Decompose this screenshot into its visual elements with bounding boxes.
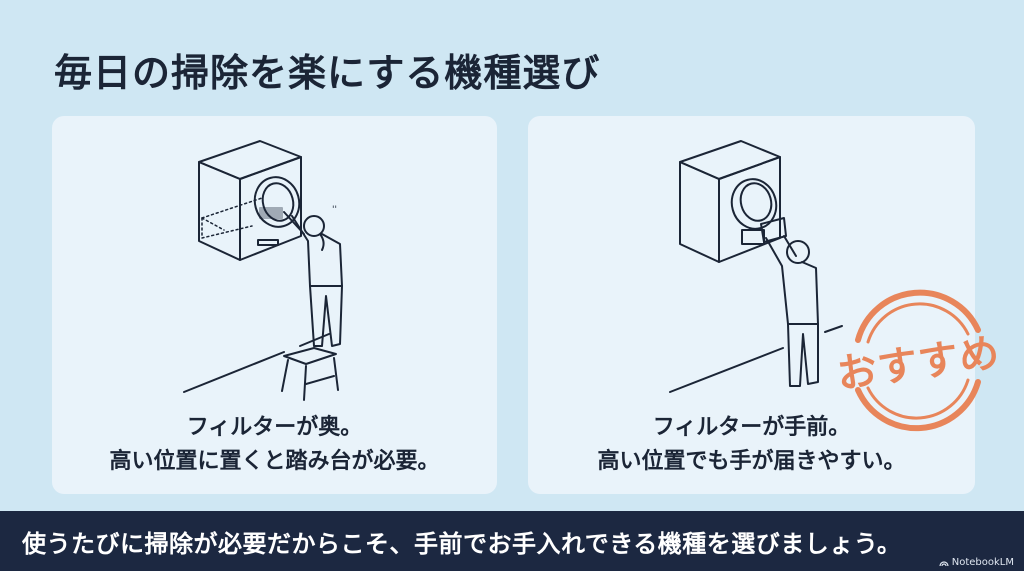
svg-text:'': '': [332, 205, 337, 215]
caption-filter-front: フィルターが手前。 高い位置でも手が届きやすい。: [528, 411, 975, 479]
caption-line-2: 高い位置に置くと踏み台が必要。: [109, 449, 440, 474]
stamp-ring-icon: [855, 289, 981, 432]
footer-banner: 使うたびに掃除が必要だからこそ、手前でお手入れできる機種を選びましょう。 Not…: [0, 511, 1024, 571]
brand-watermark: NotebookLM: [939, 557, 1014, 568]
notebooklm-logo-icon: [939, 560, 949, 566]
page-title: 毎日の掃除を楽にする機種選び: [54, 51, 601, 95]
caption-line-1: フィルターが奥。: [186, 415, 363, 440]
recommended-badge: おすすめ: [834, 329, 1003, 399]
footer-message: 使うたびに掃除が必要だからこそ、手前でお手入れできる機種を選びましょう。: [22, 530, 902, 558]
panel-filter-back: '' フィルターが奥。 高い位置に置くと踏み台が必要。: [52, 116, 497, 494]
dryer-front-filter-illustration: [669, 140, 843, 393]
dryer-step-stool-illustration: '': [183, 140, 343, 401]
caption-filter-back: フィルターが奥。 高い位置に置くと踏み台が必要。: [52, 411, 497, 479]
panel-filter-front: フィルターが手前。 高い位置でも手が届きやすい。: [528, 116, 975, 494]
caption-line-1: フィルターが手前。: [652, 415, 851, 440]
brand-name: NotebookLM: [951, 557, 1014, 568]
caption-line-2: 高い位置でも手が届きやすい。: [597, 449, 906, 474]
recommended-stamp: おすすめ: [828, 270, 1008, 450]
